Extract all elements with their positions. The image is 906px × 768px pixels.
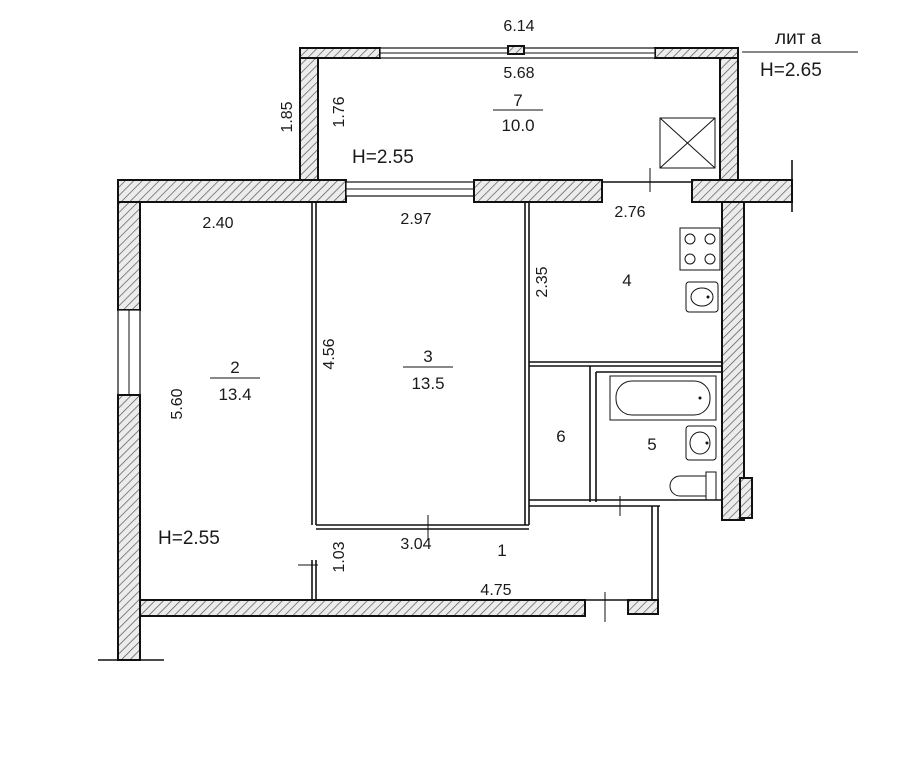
bathtub-icon	[609, 375, 717, 421]
dim-room3-depth: 4.56	[321, 338, 338, 369]
dim-balcony-inner-width: 5.68	[503, 65, 534, 82]
kitchen-sink-icon	[685, 281, 719, 313]
main-height: H=2.55	[158, 528, 220, 549]
room-7-label: 7 10.0	[493, 91, 543, 135]
dim-hall-depth: 1.03	[331, 541, 348, 572]
outer-walls	[98, 160, 793, 661]
room-4-label: 4	[622, 271, 631, 290]
dim-balcony-inner-depth: 1.76	[331, 96, 348, 127]
dim-room4-depth: 2.35	[534, 266, 551, 297]
room-5-label: 5	[647, 435, 656, 454]
lit-height: H=2.65	[760, 60, 822, 81]
room-1-label: 1	[497, 541, 506, 560]
bathroom-sink-icon	[685, 425, 717, 461]
toilet-icon	[669, 471, 717, 501]
dim-room2-width: 2.40	[202, 215, 233, 232]
balcony-height: H=2.55	[352, 147, 414, 168]
svg-text:3: 3	[423, 347, 432, 366]
svg-text:13.5: 13.5	[411, 374, 444, 393]
lit-label: лит а	[775, 28, 822, 49]
dim-balcony-outer-depth: 1.85	[279, 101, 296, 132]
vent-symbol	[659, 117, 716, 169]
dim-hall-width: 3.04	[400, 536, 431, 553]
dim-balcony-outer-width: 6.14	[503, 18, 534, 35]
dim-room2-depth: 5.60	[169, 388, 186, 419]
room-2-label: 2 13.4	[210, 358, 260, 404]
svg-text:2: 2	[230, 358, 239, 377]
room-3-label: 3 13.5	[403, 347, 453, 393]
svg-text:10.0: 10.0	[501, 116, 534, 135]
room-6-label: 6	[556, 427, 565, 446]
svg-text:13.4: 13.4	[218, 385, 251, 404]
balcony-walls	[299, 45, 739, 181]
dim-room4-width: 2.76	[614, 204, 645, 221]
svg-text:7: 7	[513, 91, 522, 110]
dim-hall-length: 4.75	[480, 582, 511, 599]
stove-icon	[679, 227, 721, 271]
partitions	[298, 168, 722, 622]
dim-room3-width: 2.97	[400, 211, 431, 228]
